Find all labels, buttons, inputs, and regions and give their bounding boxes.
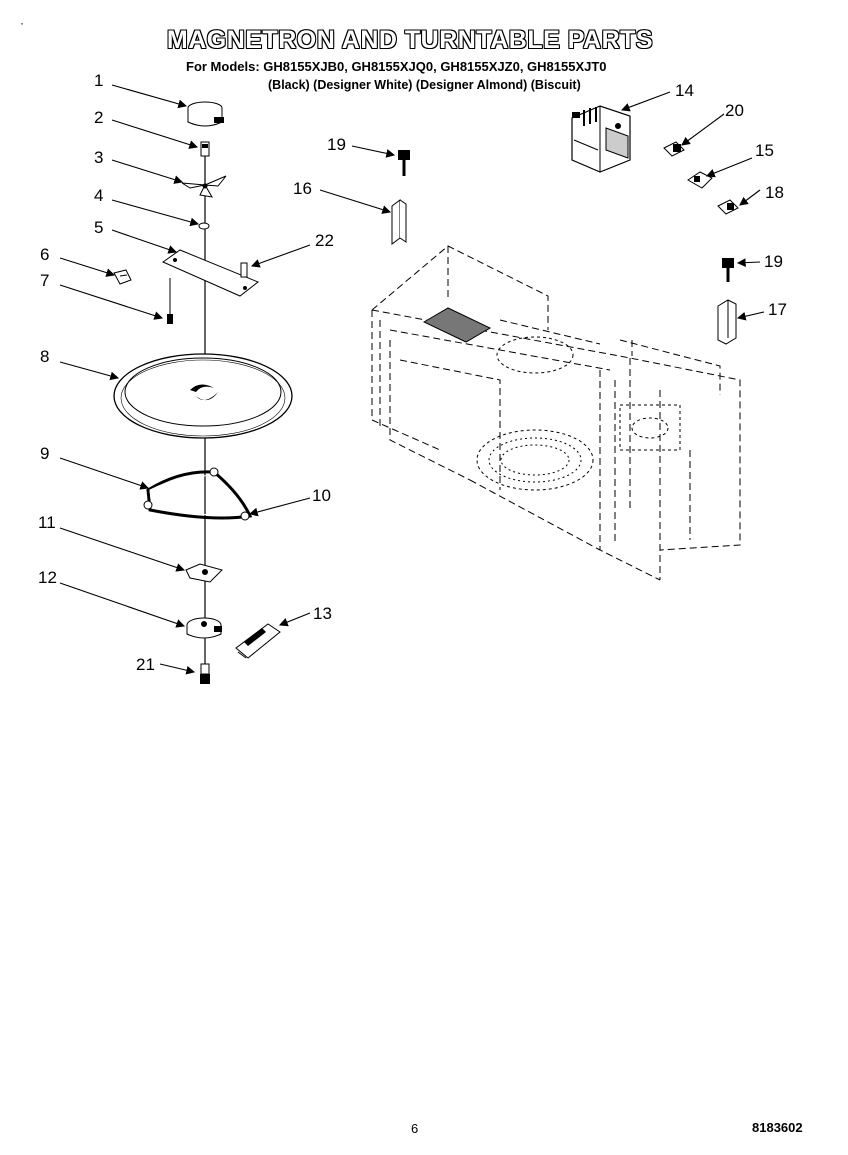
callout-15: 15 <box>755 141 774 160</box>
screw-18-icon <box>717 199 739 215</box>
glass-turntable-icon <box>113 353 293 439</box>
washer-icon <box>198 222 210 230</box>
bottom-screw-icon <box>200 663 210 684</box>
callout-8: 8 <box>40 347 49 366</box>
screw-20-icon <box>663 141 685 157</box>
callout-14: 14 <box>675 81 694 100</box>
document-number: 8183602 <box>752 1120 803 1135</box>
callout-1: 1 <box>94 71 103 90</box>
callout-18: 18 <box>765 183 784 202</box>
thermal-cutout-icon <box>687 171 713 189</box>
callout-20: 20 <box>725 101 744 120</box>
callout-19-top: 19 <box>327 135 346 154</box>
screw-19-top-icon <box>398 150 410 176</box>
stirrer-blade-icon <box>181 175 227 198</box>
screw-19-right-icon <box>722 258 734 282</box>
callout-4: 4 <box>94 186 103 205</box>
callout-19-right: 19 <box>764 252 783 271</box>
page-number: 6 <box>411 1121 419 1136</box>
model-list: For Models: GH8155XJB0, GH8155XJQ0, GH81… <box>186 59 607 74</box>
clip-icon <box>113 269 132 285</box>
stirrer-motor-icon <box>187 101 224 127</box>
roller-support-icon <box>143 467 253 521</box>
mounting-plate-icon <box>161 249 259 297</box>
callout-22: 22 <box>315 231 334 250</box>
color-list: (Black) (Designer White) (Designer Almon… <box>268 78 581 92</box>
callout-labels: 1 2 3 4 5 6 7 8 9 10 11 12 13 14 15 16 1… <box>38 71 787 674</box>
callout-5: 5 <box>94 218 103 237</box>
microwave-cabinet-outline <box>371 245 741 581</box>
waveguide-cover-icon <box>422 307 492 343</box>
leader-lines <box>59 84 765 675</box>
callout-13: 13 <box>313 604 332 623</box>
callout-6: 6 <box>40 245 49 264</box>
corner-mark: · <box>20 16 24 30</box>
magnetron-icon <box>571 105 631 173</box>
coupling-icon <box>185 563 223 583</box>
callout-12: 12 <box>38 568 57 587</box>
callout-21: 21 <box>136 655 155 674</box>
stud-icon <box>240 262 248 278</box>
callout-7: 7 <box>40 271 49 290</box>
turntable-motor-icon <box>186 617 222 639</box>
coupler-icon <box>200 141 210 157</box>
callout-9: 9 <box>40 444 49 463</box>
callout-11: 11 <box>38 513 56 532</box>
turntable-well-icon <box>476 336 594 491</box>
callout-10: 10 <box>312 486 331 505</box>
callout-16: 16 <box>293 179 312 198</box>
callout-17: 17 <box>768 300 787 319</box>
switch-icon <box>235 623 281 659</box>
screw-icon <box>167 278 173 324</box>
callout-2: 2 <box>94 108 103 127</box>
bracket-16-icon <box>391 199 407 245</box>
bracket-17-icon <box>717 299 737 345</box>
magnetron-mount-icon <box>619 404 681 451</box>
page-title: MAGNETRON AND TURNTABLE PARTS <box>166 26 654 54</box>
callout-3: 3 <box>94 148 103 167</box>
